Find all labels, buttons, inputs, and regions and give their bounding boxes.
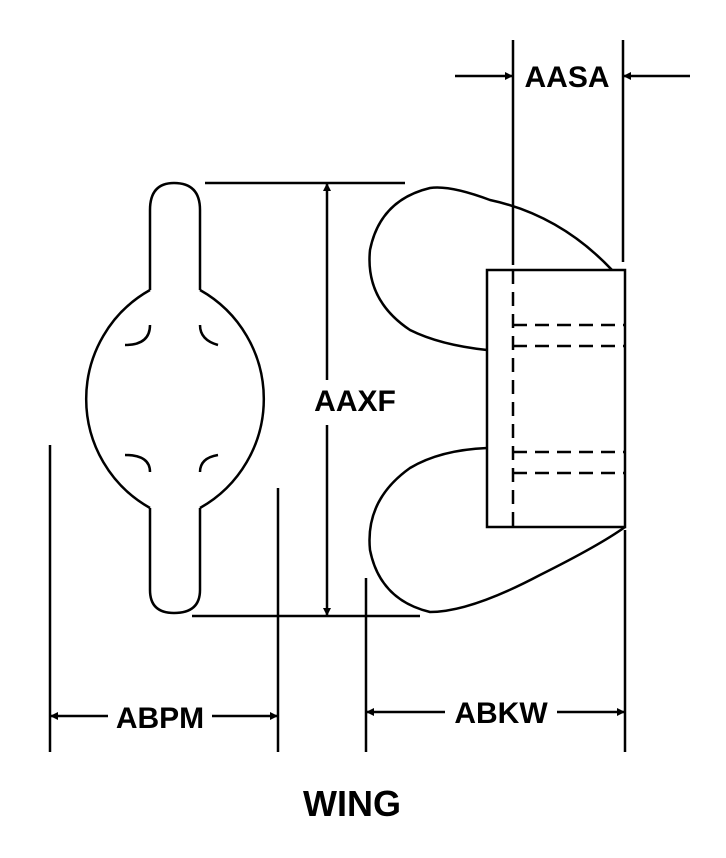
- side-wing-profile: [368, 186, 626, 614]
- abpm-label: ABPM: [116, 702, 204, 735]
- wing-root-curves: [124, 324, 219, 473]
- dimension-aaxf: AAXF: [192, 181, 420, 618]
- abkw-label: ABKW: [454, 697, 548, 730]
- aasa-label: AASA: [524, 61, 609, 94]
- front-view: [85, 181, 265, 615]
- side-view: [368, 186, 627, 614]
- dimension-aasa: AASA: [455, 40, 690, 265]
- hub-rectangle: [485, 268, 627, 529]
- lower-wing: [148, 508, 202, 615]
- dimension-abkw: ABKW: [364, 530, 627, 752]
- dimension-abpm: ABPM: [48, 445, 280, 752]
- upper-wing: [148, 181, 202, 290]
- nut-body-circle: [85, 288, 265, 510]
- aaxf-label: AAXF: [314, 385, 396, 418]
- diagram-title: WING: [303, 783, 401, 824]
